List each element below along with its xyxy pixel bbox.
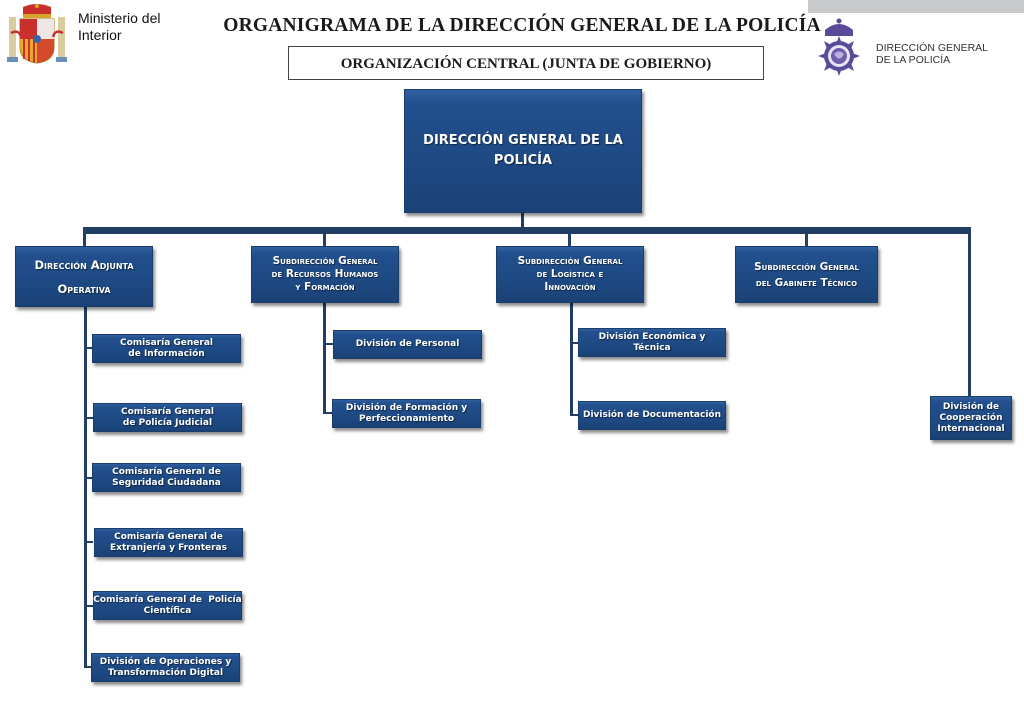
connector-branch-4-down (805, 233, 808, 247)
node-label-line: Comisaría General (119, 337, 213, 348)
org-node-cg-policia-judicial: Comisaría General de Policía Judicial (93, 403, 242, 432)
node-label-line: Científica (143, 605, 192, 616)
org-node-div-operaciones-transformacion-digital: División de Operaciones y Transformación… (91, 653, 240, 682)
node-label-line: de Información (128, 348, 205, 359)
policia-nacional-badge-icon (818, 18, 860, 76)
org-node-sg-logistica-innovacion: Subdirección General de Logística e Inno… (496, 246, 644, 303)
node-label-line: Comisaría General de (114, 531, 223, 542)
connector-b1-child-4 (84, 541, 93, 543)
node-label-line: División de Documentación (582, 410, 722, 420)
org-node-direccion-adjunta-operativa: Dirección Adjunta Operativa (15, 246, 153, 307)
node-label-line: División de Personal (355, 339, 460, 349)
node-label-line: de Recursos Humanos (271, 268, 379, 280)
node-label-line: División de (942, 401, 1000, 412)
node-label-line: Comisaría General de Policía (93, 594, 242, 605)
node-label-line: del Gabinete Técnico (755, 276, 858, 289)
connector-b2-child-1 (323, 343, 333, 345)
org-node-div-formacion-perfeccionamiento: División de Formación y Perfeccionamient… (332, 399, 481, 428)
node-label-line: División de Formación y (345, 402, 468, 413)
node-label-line: y Formación (295, 281, 355, 293)
connector-b1-child-5 (84, 605, 93, 607)
node-label-line: División Económica y Técnica (598, 331, 706, 353)
node-label-line: Comisaría General de (112, 466, 221, 477)
node-label-line: Cooperación (939, 412, 1003, 423)
org-node-div-cooperacion-internacional: División de Cooperación Internacional (930, 396, 1012, 440)
connector-main-horizontal (83, 227, 971, 234)
ministry-name: Ministerio del Interior (78, 10, 160, 44)
police-name-line2: DE LA POLICÍA (876, 54, 951, 66)
connector-branch-3-vertical (570, 303, 573, 416)
page-title: ORGANIGRAMA DE LA DIRECCIÓN GENERAL DE L… (223, 15, 821, 36)
node-label-line: División de Operaciones y (99, 656, 232, 667)
node-label-line: Transformación Digital (107, 667, 224, 678)
org-node-sg-recursos-humanos: Subdirección General de Recursos Humanos… (251, 246, 399, 303)
page-subtitle: ORGANIZACIÓN CENTRAL (JUNTA DE GOBIERNO) (288, 46, 764, 80)
node-label-line: Extranjería y Fronteras (110, 542, 227, 553)
org-node-cg-extranjeria-fronteras: Comisaría General de Extranjería y Front… (94, 528, 243, 557)
connector-branch-2-down (323, 233, 326, 247)
org-node-cg-seguridad-ciudadana: Comisaría General de Seguridad Ciudadana (92, 463, 241, 492)
connector-b1-child-3 (84, 477, 93, 479)
org-node-cg-informacion: Comisaría General de Información (92, 334, 241, 363)
spain-coat-of-arms-icon (7, 4, 67, 64)
connector-b1-child-6 (84, 666, 93, 668)
org-node-cg-policia-cientifica: Comisaría General de Policía Científica (93, 591, 242, 620)
connector-branch-1-vertical (84, 306, 87, 668)
police-name: DIRECCIÓN GENERAL DE LA POLICÍA (876, 42, 988, 66)
police-name-line1: DIRECCIÓN GENERAL (876, 42, 989, 54)
ministry-name-line2: Interior (78, 27, 122, 43)
node-label-line: Seguridad Ciudadana (112, 477, 221, 488)
node-label-line: Subdirección General (517, 255, 623, 267)
node-label-line: Subdirección General (754, 260, 859, 273)
node-label-line: Perfeccionamiento (358, 413, 455, 424)
connector-branch-3-down (568, 233, 571, 247)
node-label-line: Operativa (57, 281, 111, 296)
connector-b1-child-1 (84, 347, 93, 349)
org-node-direccion-general: DIRECCIÓN GENERAL DE LA POLICÍA (404, 89, 642, 213)
node-label-line: Subdirección General (272, 255, 378, 267)
ministry-name-line1: Ministerio del (78, 10, 161, 26)
org-node-div-economica-tecnica: División Económica y Técnica (578, 328, 726, 357)
connector-b2-child-2 (323, 412, 333, 414)
connector-b1-child-2 (84, 417, 93, 419)
node-label-line: Dirección Adjunta (34, 257, 134, 272)
node-label-line: de Policía Judicial (122, 417, 213, 428)
connector-b3-child-1 (570, 342, 579, 344)
node-label-line: Innovación (544, 281, 596, 293)
connector-branch-2-vertical (323, 303, 326, 414)
org-node-sg-gabinete-tecnico: Subdirección General del Gabinete Técnic… (735, 246, 878, 303)
node-label-line: Comisaría General (120, 406, 214, 417)
root-label-line2: POLICÍA (493, 153, 553, 168)
connector-branch-1-down (83, 233, 86, 247)
node-label-line: Internacional (937, 423, 1005, 434)
org-node-div-personal: División de Personal (333, 330, 482, 359)
connector-branch-5-down (968, 227, 971, 397)
connector-root-down (521, 213, 524, 228)
org-node-div-documentacion: División de Documentación (578, 401, 726, 430)
node-label-line: de Logística e (536, 268, 604, 280)
connector-b3-child-2 (570, 414, 579, 416)
root-label-line1: DIRECCIÓN GENERAL DE LA (423, 133, 623, 148)
top-gray-bar (808, 0, 1024, 13)
